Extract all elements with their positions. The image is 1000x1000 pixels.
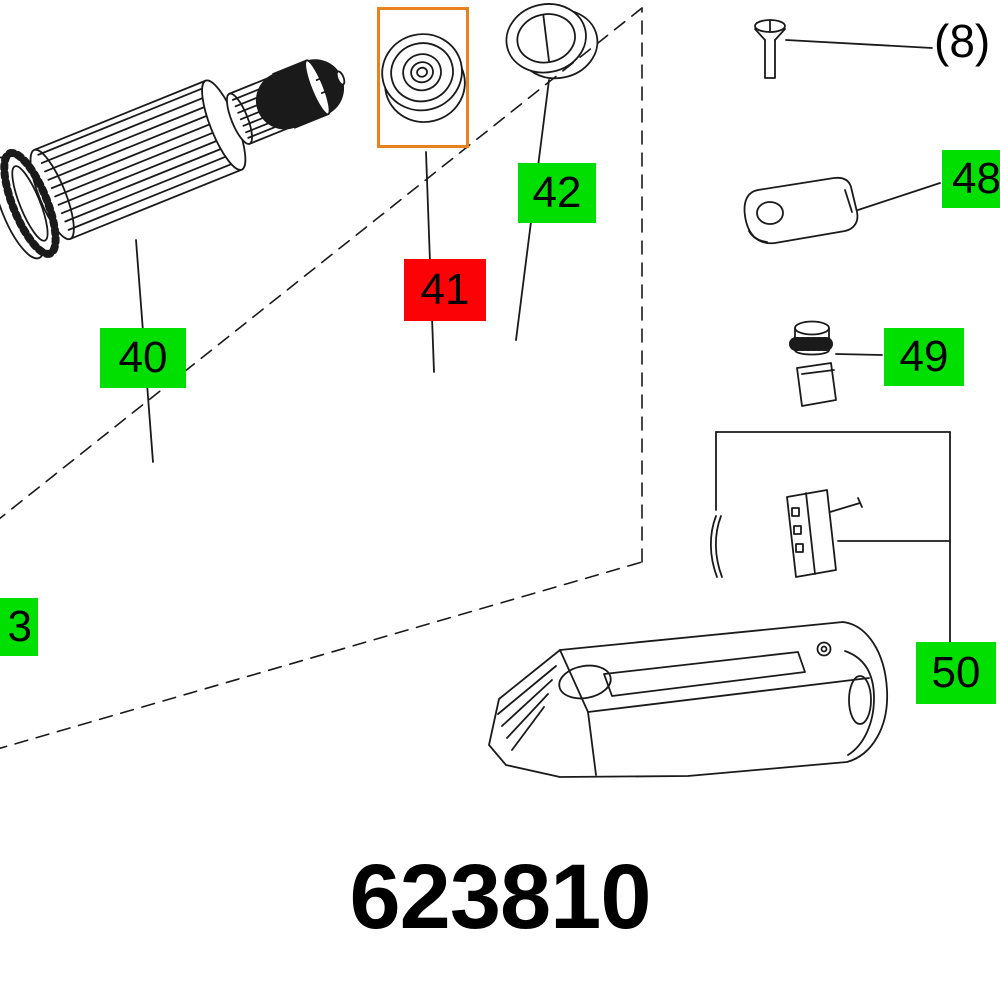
armature-drawing (0, 58, 346, 260)
screw-drawing (754, 19, 786, 79)
part-number-text: 3 (7, 602, 32, 651)
ball-bearing-drawing (381, 33, 466, 123)
part-number-text: 49 (899, 332, 949, 381)
part-label-50[interactable]: 50 (916, 642, 996, 704)
leader-line-screw (785, 39, 933, 49)
gear-housing-drawing (488, 621, 888, 778)
sleeve-drawing (505, 3, 599, 80)
part-label-48[interactable]: 48 (942, 150, 1000, 208)
drawing-number: 623810 (349, 846, 652, 948)
part-number-text: 41 (420, 265, 470, 314)
part-label-41[interactable]: 41 (404, 259, 486, 321)
part-number-text: 48 (952, 154, 1000, 203)
brush-cap-drawing (789, 320, 837, 407)
leader-line-49 (835, 353, 883, 356)
part-label-49[interactable]: 49 (884, 328, 964, 386)
leader-line-48 (857, 182, 941, 211)
carbon-brush-drawing (709, 489, 863, 578)
assembly-boundary-dashed (0, 7, 643, 750)
part-number-text: 50 (931, 648, 981, 697)
cover-plate-drawing (743, 176, 859, 245)
part-label-43-partial[interactable]: 3 (0, 598, 38, 656)
part-label-40[interactable]: 40 (100, 328, 186, 388)
part-number-text: 42 (532, 168, 582, 217)
part-number-text: 40 (118, 333, 168, 382)
screw-quantity-note: (8) (934, 15, 991, 67)
selected-part-highlight (377, 7, 469, 148)
part-label-42[interactable]: 42 (518, 163, 596, 223)
